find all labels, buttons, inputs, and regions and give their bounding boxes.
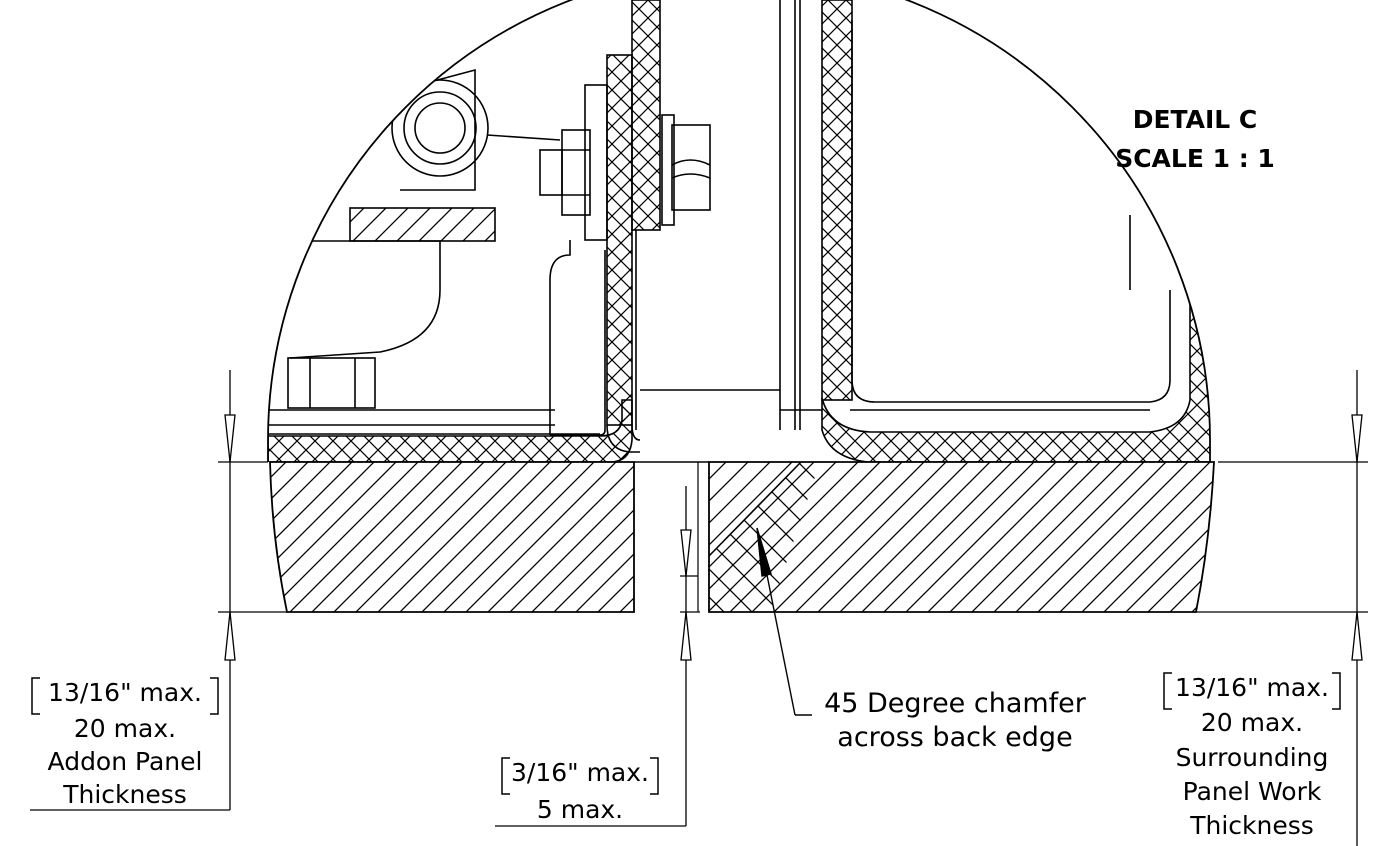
surround-caption-1: Surrounding (1175, 743, 1329, 772)
detail-title: DETAIL C (1132, 105, 1258, 134)
addon-panel-section (269, 461, 635, 613)
surrounding-thickness-dimension (1196, 370, 1368, 846)
addon-caption-1: Addon Panel (47, 747, 203, 776)
chamfer-note-line-2: across back edge (837, 722, 1073, 753)
gap-imperial-value: 3/16" max. (510, 758, 649, 787)
surround-imperial-value: 13/16" max. (1175, 673, 1329, 702)
addon-imperial-label: 13/16" max. (30, 677, 220, 715)
mechanism-assembly (268, 0, 1210, 462)
detail-scale: SCALE 1 : 1 (1115, 144, 1275, 173)
addon-caption-2: Thickness (63, 780, 187, 809)
surround-metric-label: 20 max. (1200, 708, 1304, 737)
addon-imperial-value: 13/16" max. (48, 678, 202, 707)
surround-caption-2: Panel Work (1182, 777, 1322, 806)
surround-caption-3: Thickness (1190, 811, 1314, 840)
chamfer-region (709, 462, 820, 612)
gap-dimension (495, 486, 700, 827)
gap-metric-label: 5 max. (536, 795, 624, 824)
detail-circle-boundary (267, 0, 1211, 462)
addon-thickness-dimension (30, 370, 287, 811)
gap-imperial-label: 3/16" max. (500, 757, 660, 795)
chamfer-note-line-1: 45 Degree chamfer (824, 688, 1086, 719)
chamfer-leader (756, 527, 812, 716)
addon-metric-label: 20 max. (73, 714, 177, 743)
surround-imperial-label: 13/16" max. (1162, 672, 1342, 710)
